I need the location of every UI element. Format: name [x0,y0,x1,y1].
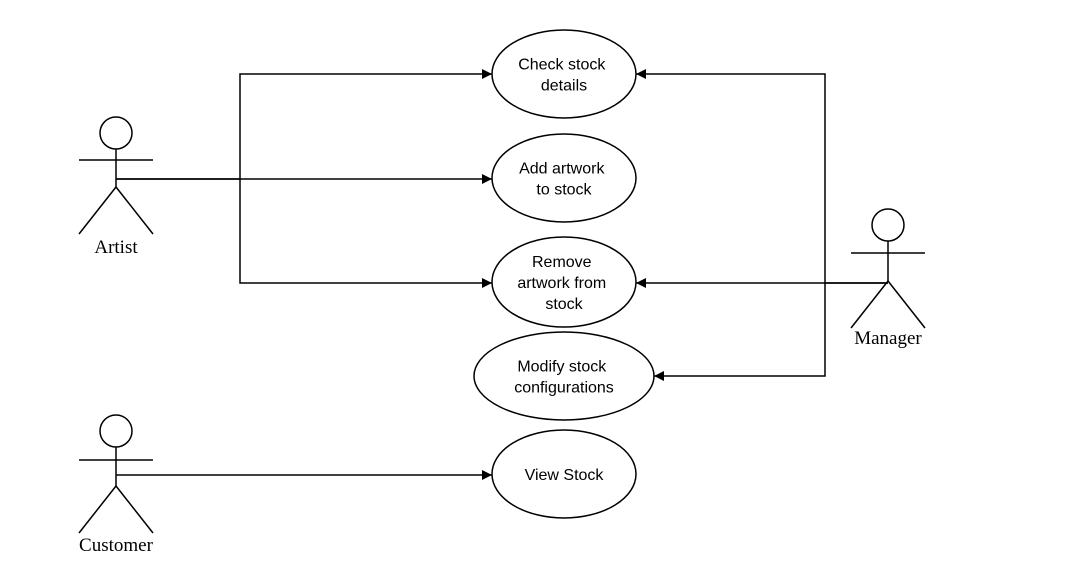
use-case-label-line: artwork from [517,275,606,292]
actors: Artist Manager Customer [78,116,926,556]
use-case-ellipse [491,29,637,119]
use-case-ellipse [473,331,655,421]
actor-right-leg [887,280,926,329]
use-case-label-line: Add artwork [519,161,605,178]
use-case-add-artwork-to-stock[interactable]: Add artwork to stock [491,133,637,223]
use-case-label: Modify stock configurations [514,359,614,397]
association-manager-modify-stock-configurations [654,283,826,381]
association-artist-check-stock-details [116,69,492,180]
actor-head [99,116,133,150]
actor-left-leg [850,280,889,329]
use-case-ellipse [491,429,637,519]
use-case-label-line: to stock [536,182,592,199]
use-case-label-line: Remove [532,254,592,271]
use-case-label-line: Check stock [518,57,606,74]
use-case-label-line: stock [545,296,583,313]
stick-figure-icon [78,116,154,235]
associations [116,69,888,480]
use-case-label-line: details [541,78,587,95]
use-case-label: View Stock [525,467,605,484]
use-cases: Check stock details Add artwork to stock… [473,29,655,519]
use-case-ellipse [491,236,637,328]
actor-name: Manager [854,328,922,349]
use-case-label-line: View Stock [525,467,605,484]
stick-figure-icon [78,414,154,534]
actor-manager[interactable]: Manager [850,208,926,349]
use-case-ellipse [491,133,637,223]
association-artist-remove-artwork-from-stock [239,179,492,288]
actor-head [99,414,133,448]
use-case-check-stock-details[interactable]: Check stock details [491,29,637,119]
actor-left-leg [78,485,117,534]
actor-left-leg [78,186,117,235]
actor-head [871,208,905,242]
use-case-label: Add artwork to stock [519,161,609,199]
actor-name: Artist [94,237,138,258]
actor-right-leg [115,186,154,235]
use-case-label-line: configurations [514,380,614,397]
use-case-view-stock[interactable]: View Stock [491,429,637,519]
actor-artist[interactable]: Artist [78,116,154,258]
use-case-modify-stock-configurations[interactable]: Modify stock configurations [473,331,655,421]
use-case-label: Remove artwork from stock [517,254,610,313]
association-manager-check-stock-details [636,69,888,284]
use-case-label-line: Modify stock [517,359,607,376]
use-case-remove-artwork-from-stock[interactable]: Remove artwork from stock [491,236,637,328]
actor-right-leg [115,485,154,534]
stick-figure-icon [850,208,926,329]
actor-customer[interactable]: Customer [78,414,154,556]
use-case-label: Check stock details [518,57,610,95]
actor-name: Customer [79,535,154,556]
